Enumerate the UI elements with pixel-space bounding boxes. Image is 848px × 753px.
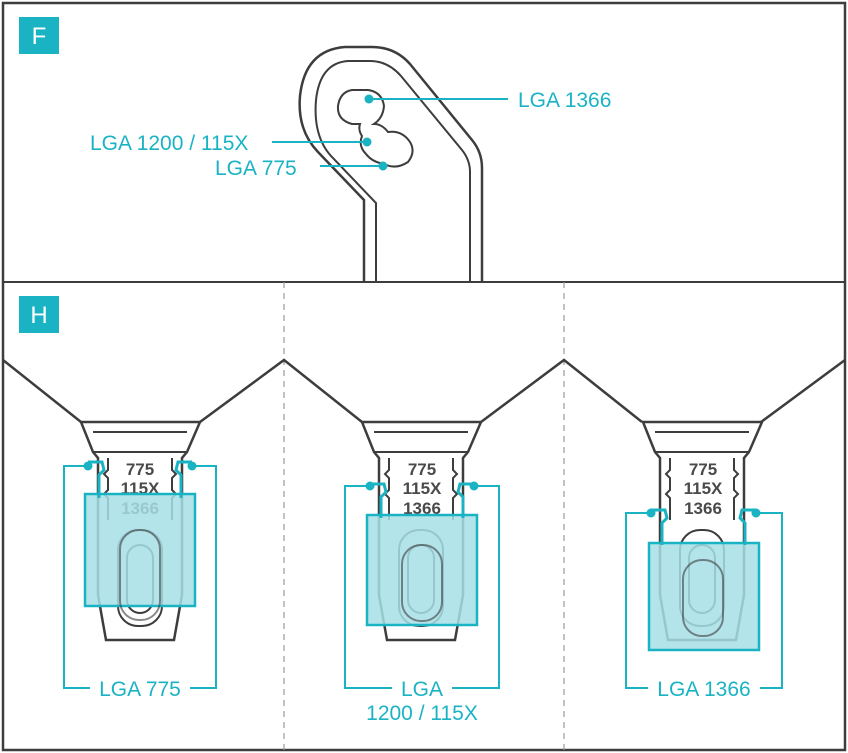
badge-f bbox=[19, 17, 59, 54]
stamp-1366: 1366 bbox=[403, 499, 441, 518]
badge-h-label: H bbox=[30, 302, 47, 329]
caption-lga-775: LGA 775 bbox=[99, 678, 181, 701]
socket-key-hole bbox=[336, 89, 414, 168]
caption-bracket bbox=[625, 512, 783, 689]
stamp-115x: 115X bbox=[403, 479, 442, 498]
clip-pad bbox=[682, 559, 724, 637]
label-lga-775: LGA 775 bbox=[215, 157, 297, 180]
caption-dot bbox=[187, 461, 197, 471]
clip-pad bbox=[401, 544, 443, 622]
caption-lga-1366: LGA 1366 bbox=[657, 678, 750, 701]
stamp-775: 775 bbox=[689, 460, 717, 479]
caption-dot bbox=[83, 461, 93, 471]
stand-line bbox=[2, 359, 82, 423]
panel-h: H 775 115X 1366 LGA 775 775 115X 13 bbox=[2, 296, 846, 725]
stamp-775: 775 bbox=[408, 460, 436, 479]
clip-hooks bbox=[370, 482, 474, 518]
fit-lga-1366: 775 115X 1366 LGA 1366 bbox=[625, 420, 783, 701]
stand-line bbox=[760, 358, 846, 424]
stand-line bbox=[199, 358, 363, 424]
label-lga-1366: LGA 1366 bbox=[518, 89, 611, 112]
fit-lga-1200: 775 115X 1366 LGA 1200 / 115X bbox=[344, 420, 500, 725]
clip-hooks bbox=[651, 508, 756, 545]
clip-body bbox=[83, 492, 197, 608]
callout-dot-1366 bbox=[364, 94, 374, 104]
badge-f-label: F bbox=[32, 23, 47, 50]
badge-h bbox=[19, 296, 59, 333]
clip-pad bbox=[119, 529, 161, 621]
fit-lga-775: 775 115X 1366 LGA 775 bbox=[63, 420, 217, 701]
caption-dot bbox=[469, 481, 479, 491]
stamp-115x: 115X bbox=[684, 479, 723, 498]
caption-dot bbox=[365, 481, 375, 491]
tool-outline bbox=[298, 45, 484, 282]
callout-dot-775 bbox=[378, 161, 388, 171]
callout-dot-1200 bbox=[362, 137, 372, 147]
caption-dot bbox=[646, 508, 656, 518]
clip-body bbox=[365, 513, 479, 627]
caption-bracket bbox=[344, 485, 500, 689]
tool-inner-outline bbox=[314, 60, 471, 282]
caption-lga-1200-line1: LGA bbox=[401, 678, 443, 701]
caption-lga-1200-line2: 1200 / 115X bbox=[366, 702, 478, 725]
stand-line bbox=[480, 358, 643, 424]
stamp-775: 775 bbox=[126, 460, 154, 479]
label-lga-1200: LGA 1200 / 115X bbox=[90, 132, 248, 155]
caption-dot bbox=[751, 508, 761, 518]
stamp-1366: 1366 bbox=[684, 499, 722, 518]
panel-f: F LGA 1366 LGA 1200 / 115X LGA 775 bbox=[19, 17, 611, 282]
caption-bracket bbox=[63, 465, 217, 689]
clip-hooks bbox=[88, 460, 192, 498]
